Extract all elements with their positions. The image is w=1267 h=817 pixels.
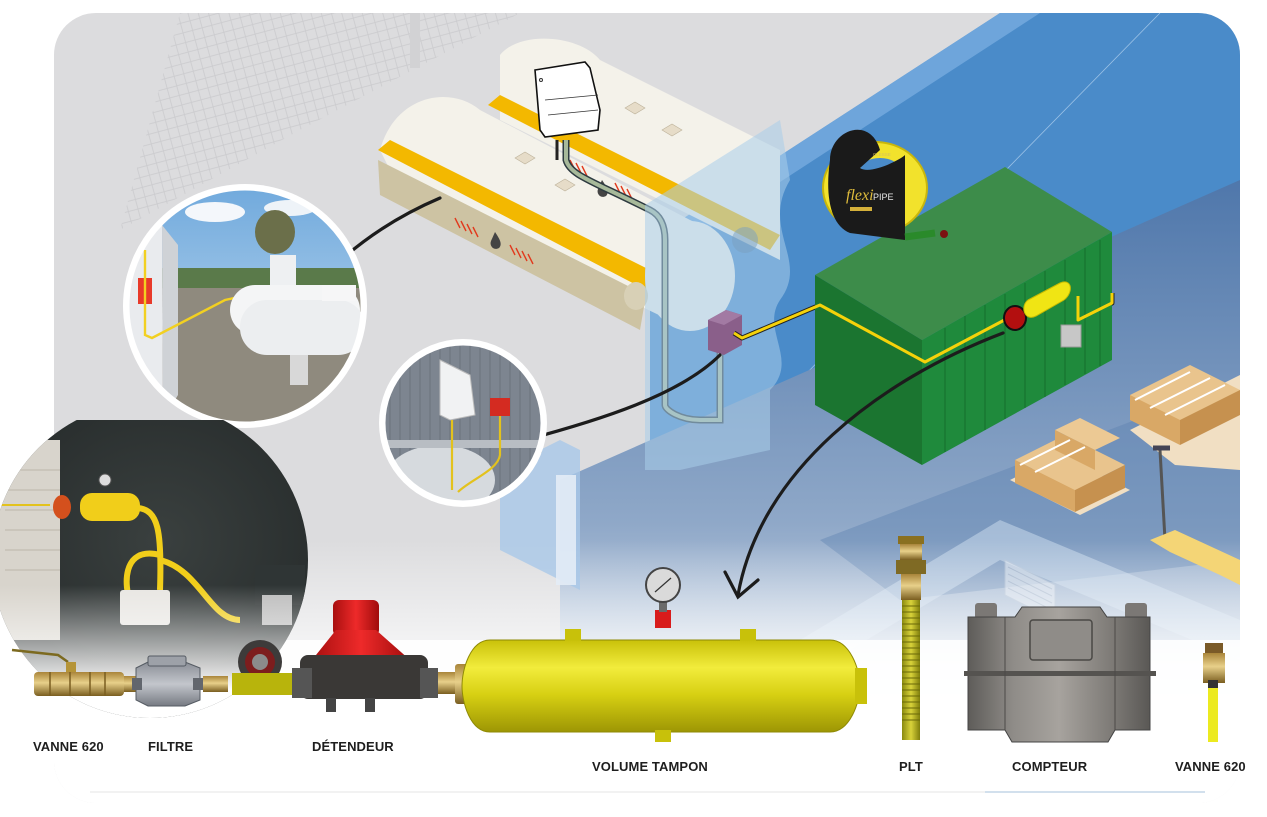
label-vanne-620-right: VANNE 620 — [1175, 759, 1246, 774]
compteur-image — [964, 603, 1156, 743]
container-valve — [1003, 305, 1027, 331]
safety-valve-image — [232, 640, 294, 695]
label-plt: PLT — [899, 759, 923, 774]
flexipipe-product: flexi PIPE CLESSE — [822, 129, 948, 241]
fence — [120, 13, 520, 230]
label-detendeur: DÉTENDEUR — [312, 739, 394, 754]
telemetry-box — [534, 61, 601, 138]
filtre-image — [124, 655, 228, 707]
volume-tampon-image — [455, 567, 867, 742]
arrow-to-buffer-tank — [736, 331, 1005, 597]
arrowhead-icon — [723, 570, 760, 600]
plt-image — [896, 536, 926, 740]
photo-tanks-outdoor — [123, 184, 367, 428]
fence-post — [410, 13, 420, 68]
flexipipe-brand-caps: PIPE — [873, 192, 894, 202]
buffer-tank-mini — [1023, 281, 1071, 318]
wall-junction-box — [708, 310, 742, 420]
component-lineup — [11, 536, 1225, 743]
vanne-620-left-image — [11, 648, 124, 696]
detendeur-image — [292, 600, 458, 712]
flexipipe-maker: CLESSE — [873, 152, 891, 157]
vanne-620-right-image — [1203, 643, 1225, 742]
gas-pipe-line — [733, 293, 1114, 364]
arrow-to-photo-wall-box — [523, 353, 722, 442]
container-meter — [1060, 324, 1082, 348]
label-vanne-620-left: VANNE 620 — [33, 739, 104, 754]
photo-installation — [0, 420, 308, 718]
pallets-and-pallet-jack — [1010, 365, 1240, 585]
flexipipe-brand-script: flexi — [846, 187, 874, 204]
label-filtre: FILTRE — [148, 739, 194, 754]
label-volume-tampon: VOLUME TAMPON — [592, 759, 708, 774]
label-compteur: COMPTEUR — [1012, 759, 1088, 774]
